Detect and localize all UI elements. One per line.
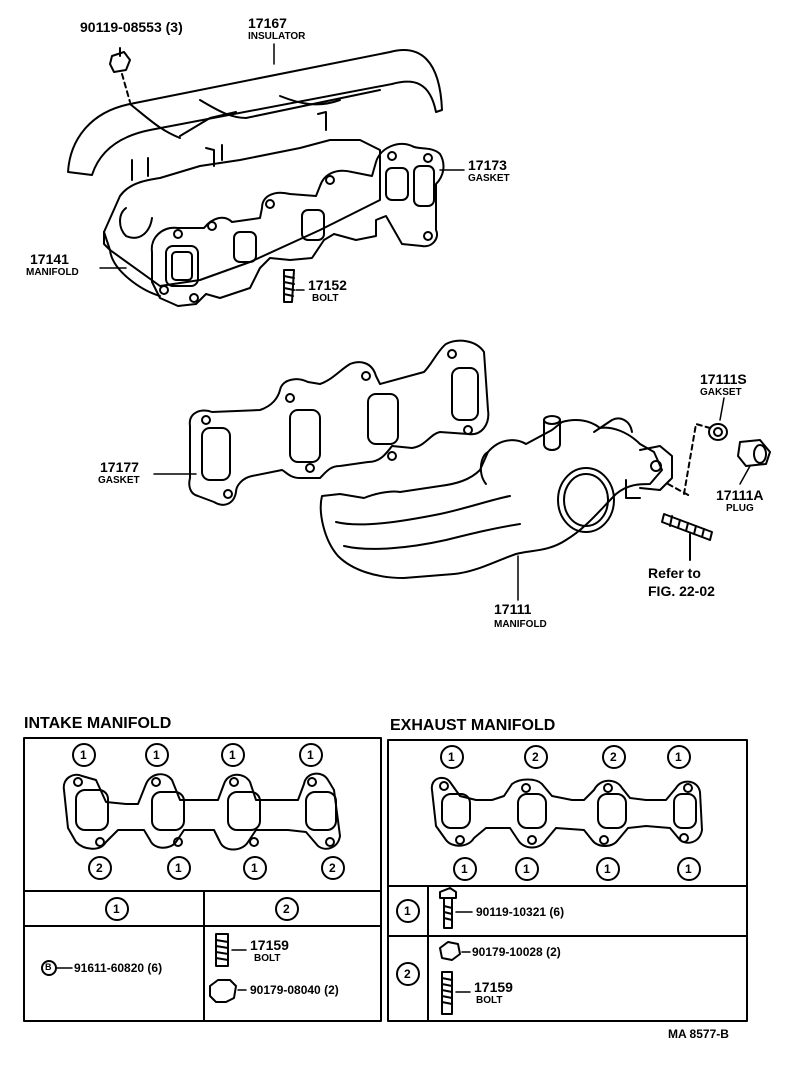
exhaust-manifold-drawing bbox=[319, 415, 673, 579]
exhaust-top-marker-1: 1 bbox=[448, 750, 455, 764]
leader-lines bbox=[99, 43, 751, 601]
intake-table bbox=[23, 737, 382, 1022]
insulator-bolt-drawing bbox=[109, 47, 131, 103]
intake-manifold-number: 17141 bbox=[30, 251, 69, 267]
intake-top-marker-4: 1 bbox=[307, 748, 314, 762]
intake-bottom-marker-2: 1 bbox=[175, 861, 182, 875]
exhaust-manifold-number: 17111 bbox=[494, 601, 532, 617]
intake-col2-header: 2 bbox=[283, 902, 290, 916]
intake-manifold-name: MANIFOLD bbox=[26, 267, 79, 278]
figure-code: MA 8577-B bbox=[668, 1027, 729, 1041]
intake-col1-symbol: B bbox=[45, 962, 52, 972]
exhaust-top-marker-4: 1 bbox=[675, 750, 682, 764]
plug-name: PLUG bbox=[726, 503, 754, 514]
exhaust-row2-nut-part: 90179-10028 (2) bbox=[472, 945, 561, 959]
intake-bottom-marker-4: 2 bbox=[329, 861, 336, 875]
intake-manifold-drawing bbox=[103, 111, 381, 297]
exhaust-top-marker-3: 2 bbox=[610, 750, 617, 764]
gakset-plug-drawing bbox=[667, 423, 771, 497]
exhaust-stud-drawing bbox=[661, 513, 713, 561]
intake-bottom-marker-3: 1 bbox=[251, 861, 258, 875]
exhaust-section-title: EXHAUST MANIFOLD bbox=[390, 717, 556, 734]
exhaust-row1-part: 90119-10321 (6) bbox=[476, 905, 565, 919]
intake-col2-stud-number: 17159 bbox=[250, 937, 289, 953]
intake-col1-header: 1 bbox=[113, 902, 120, 916]
middle-gasket-number: 17177 bbox=[100, 459, 139, 475]
intake-section-title: INTAKE MANIFOLD bbox=[24, 715, 172, 732]
intake-top-marker-3: 1 bbox=[229, 748, 236, 762]
stud-17152-number: 17152 bbox=[308, 277, 347, 293]
exhaust-bottom-marker-2: 1 bbox=[523, 862, 530, 876]
exhaust-row2-marker: 2 bbox=[404, 967, 411, 981]
insulator-drawing bbox=[67, 49, 443, 176]
upper-gasket-name: GASKET bbox=[468, 173, 510, 184]
exhaust-bottom-marker-3: 1 bbox=[604, 862, 611, 876]
exhaust-table bbox=[387, 739, 748, 1022]
intake-col2-nut-part: 90179-08040 (2) bbox=[250, 983, 339, 997]
intake-top-marker-1: 1 bbox=[80, 748, 87, 762]
exhaust-manifold-name: MANIFOLD bbox=[494, 619, 547, 630]
exhaust-top-marker-2: 2 bbox=[532, 750, 539, 764]
middle-gasket-drawing bbox=[188, 339, 490, 506]
intake-col1-part: 91611-60820 (6) bbox=[74, 961, 163, 975]
exhaust-bottom-marker-1: 1 bbox=[461, 862, 468, 876]
insulator-number: 17167 bbox=[248, 15, 287, 31]
upper-gasket-drawing bbox=[150, 143, 445, 307]
gakset-name: GAKSET bbox=[700, 387, 742, 398]
gakset-number: 17111S bbox=[700, 371, 747, 387]
refer-line2: FIG. 22-02 bbox=[648, 583, 715, 599]
exhaust-bottom-marker-4: 1 bbox=[685, 862, 692, 876]
insulator-name: INSULATOR bbox=[248, 31, 306, 42]
plug-number: 17111A bbox=[716, 487, 764, 503]
intake-bottom-marker-1: 2 bbox=[96, 861, 103, 875]
upper-gasket-number: 17173 bbox=[468, 157, 507, 173]
refer-line1: Refer to bbox=[648, 565, 701, 581]
exhaust-row2-stud-name: BOLT bbox=[476, 995, 503, 1006]
middle-gasket-name: GASKET bbox=[98, 475, 140, 486]
insulator-bolt-label: 90119-08553 (3) bbox=[80, 19, 183, 35]
intake-col2-stud-name: BOLT bbox=[254, 953, 281, 964]
exhaust-row1-marker: 1 bbox=[404, 904, 411, 918]
stud-17152-name: BOLT bbox=[312, 293, 339, 304]
intake-top-marker-2: 1 bbox=[153, 748, 160, 762]
stud-17152-drawing bbox=[283, 269, 295, 303]
exhaust-row2-stud-number: 17159 bbox=[474, 979, 513, 995]
